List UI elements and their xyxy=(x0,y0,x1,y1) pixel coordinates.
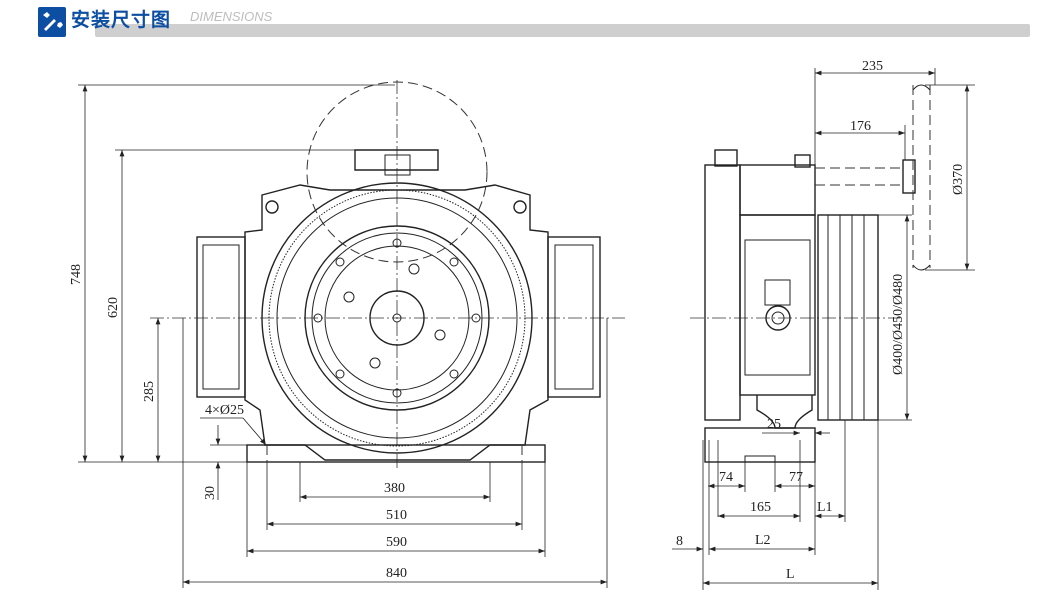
dim-748: 748 xyxy=(69,264,84,285)
dim-380: 380 xyxy=(384,481,405,496)
sheave xyxy=(817,214,879,421)
front-dimensions: 748 620 285 30 4×Ø25 380 510 590 840 xyxy=(69,84,608,588)
dim-235: 235 xyxy=(862,59,883,74)
dim-25: 25 xyxy=(767,417,781,432)
traction-gear xyxy=(261,182,533,454)
hub xyxy=(369,290,425,346)
wrench-screwdriver-icon xyxy=(38,7,66,37)
dim-holes: 4×Ø25 xyxy=(205,403,244,418)
dim-510: 510 xyxy=(386,508,407,523)
dim-L: L xyxy=(786,567,795,582)
base-plate xyxy=(246,444,546,463)
dim-30: 30 xyxy=(203,486,218,500)
dim-sheave: Ø400/Ø450/Ø480 xyxy=(891,274,906,375)
dim-370: Ø370 xyxy=(951,164,966,195)
dim-77: 77 xyxy=(789,470,803,485)
dim-74: 74 xyxy=(719,470,733,485)
front-view xyxy=(150,80,625,470)
dim-285: 285 xyxy=(142,381,157,402)
dim-L1: L1 xyxy=(817,500,833,515)
side-view xyxy=(690,84,931,463)
header-bar xyxy=(95,24,1030,37)
brake-left xyxy=(196,236,246,398)
dim-840: 840 xyxy=(386,566,407,581)
dim-L2: L2 xyxy=(755,533,771,548)
page-title: 安装尺寸图 xyxy=(71,10,172,31)
dim-590: 590 xyxy=(386,535,407,550)
dim-165: 165 xyxy=(750,500,771,515)
side-dimensions: 235 176 Ø370 Ø400/Ø450/Ø480 25 74 77 165… xyxy=(672,59,975,590)
dim-8: 8 xyxy=(676,534,683,549)
dim-620: 620 xyxy=(106,297,121,318)
brake-lever-mount xyxy=(354,149,439,171)
brake-right xyxy=(547,236,601,398)
page-subtitle: DIMENSIONS xyxy=(190,9,273,24)
dim-176: 176 xyxy=(850,119,871,134)
